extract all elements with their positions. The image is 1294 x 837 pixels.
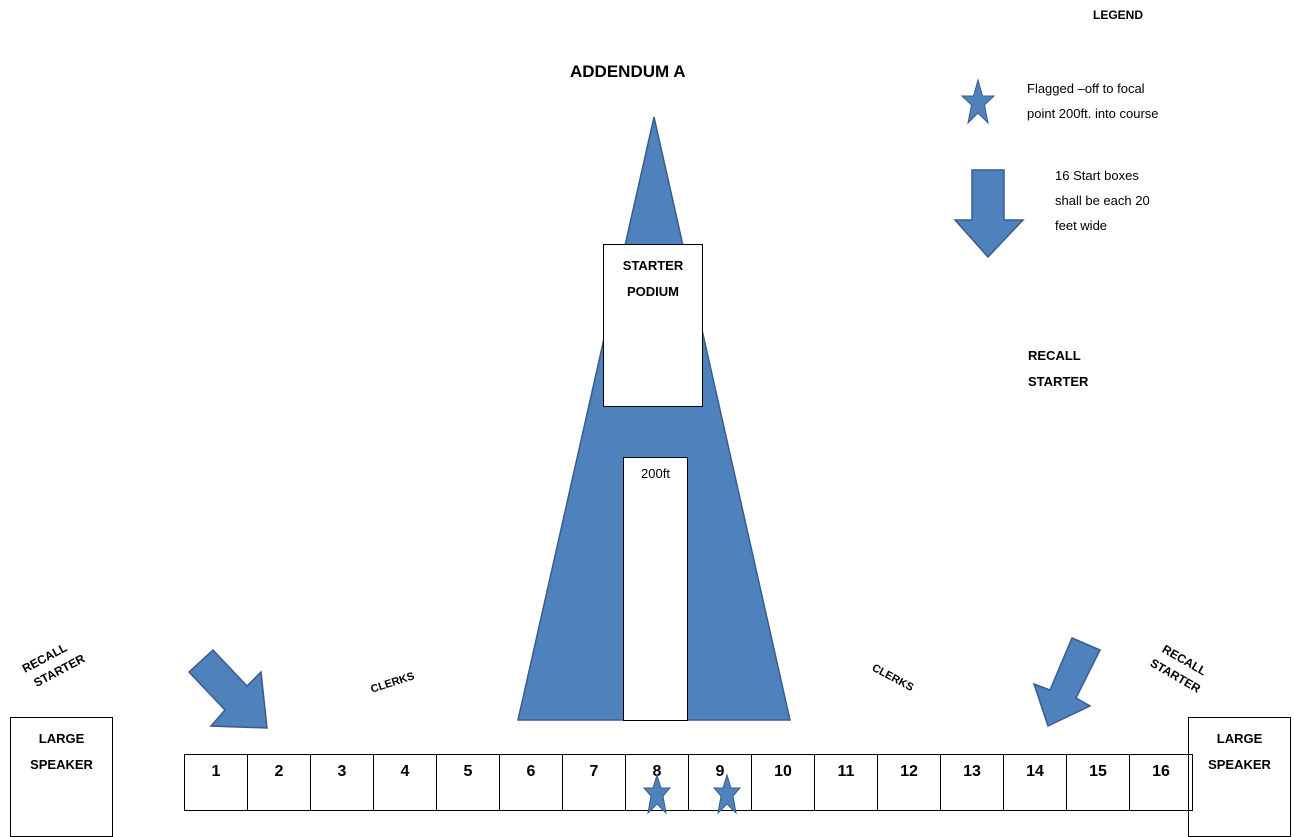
diagram-title: ADDENDUM A [570,62,686,81]
start-box: 10 [752,755,815,810]
legend-down-arrow-icon [953,169,1025,259]
legend-star-text-line2: point 200ft. into course [1027,106,1159,121]
legend-star-text-line1: Flagged –off to focal [1027,81,1145,96]
legend-star-text: Flagged –off to focal point 200ft. into … [1027,76,1159,126]
large-speaker-right-line1: LARGE [1216,731,1263,746]
large-speaker-left-line2: SPEAKER [30,757,93,772]
legend-star-icon [960,78,996,125]
distance-200ft-box: 200ft [623,457,688,721]
start-box: 11 [815,755,878,810]
starter-podium: STARTER PODIUM [603,244,703,407]
arrow-down-right-icon [187,648,268,729]
star-icon [712,773,742,815]
start-box: 1 [185,755,248,810]
start-boxes-row: 1 2 3 4 5 6 7 8 9 10 11 12 13 14 15 16 [184,754,1193,811]
legend-arrow-text-line3: feet wide [1055,218,1108,233]
start-box: 8 [626,755,689,810]
start-box: 16 [1130,755,1193,810]
recall-starter-top-right: RECALL STARTER [1028,343,1088,395]
start-box: 7 [563,755,626,810]
large-speaker-right: LARGE SPEAKER [1188,717,1291,837]
distance-label: 200ft [641,466,670,481]
recall-starter-top-right-line2: STARTER [1028,374,1089,389]
legend-arrow-text-line2: shall be each 20 [1055,193,1150,208]
start-box: 9 [689,755,752,810]
legend-arrow-text-line1: 16 Start boxes [1055,168,1139,183]
start-box: 5 [437,755,500,810]
legend-title: LEGEND [1093,8,1144,22]
star-icon [642,773,672,815]
start-box: 3 [311,755,374,810]
start-box: 13 [941,755,1004,810]
start-box: 12 [878,755,941,810]
start-box: 15 [1067,755,1130,810]
start-box: 2 [248,755,311,810]
legend-arrow-text: 16 Start boxes shall be each 20 feet wid… [1055,163,1150,238]
start-box: 6 [500,755,563,810]
start-box: 14 [1004,755,1067,810]
starter-podium-line1: STARTER [622,258,684,273]
arrow-down-left-icon [1032,637,1102,728]
large-speaker-left: LARGE SPEAKER [10,717,113,837]
large-speaker-left-line1: LARGE [38,731,85,746]
recall-starter-top-right-line1: RECALL [1028,348,1081,363]
start-box: 4 [374,755,437,810]
starter-podium-line2: PODIUM [627,284,679,299]
large-speaker-right-line2: SPEAKER [1208,757,1271,772]
